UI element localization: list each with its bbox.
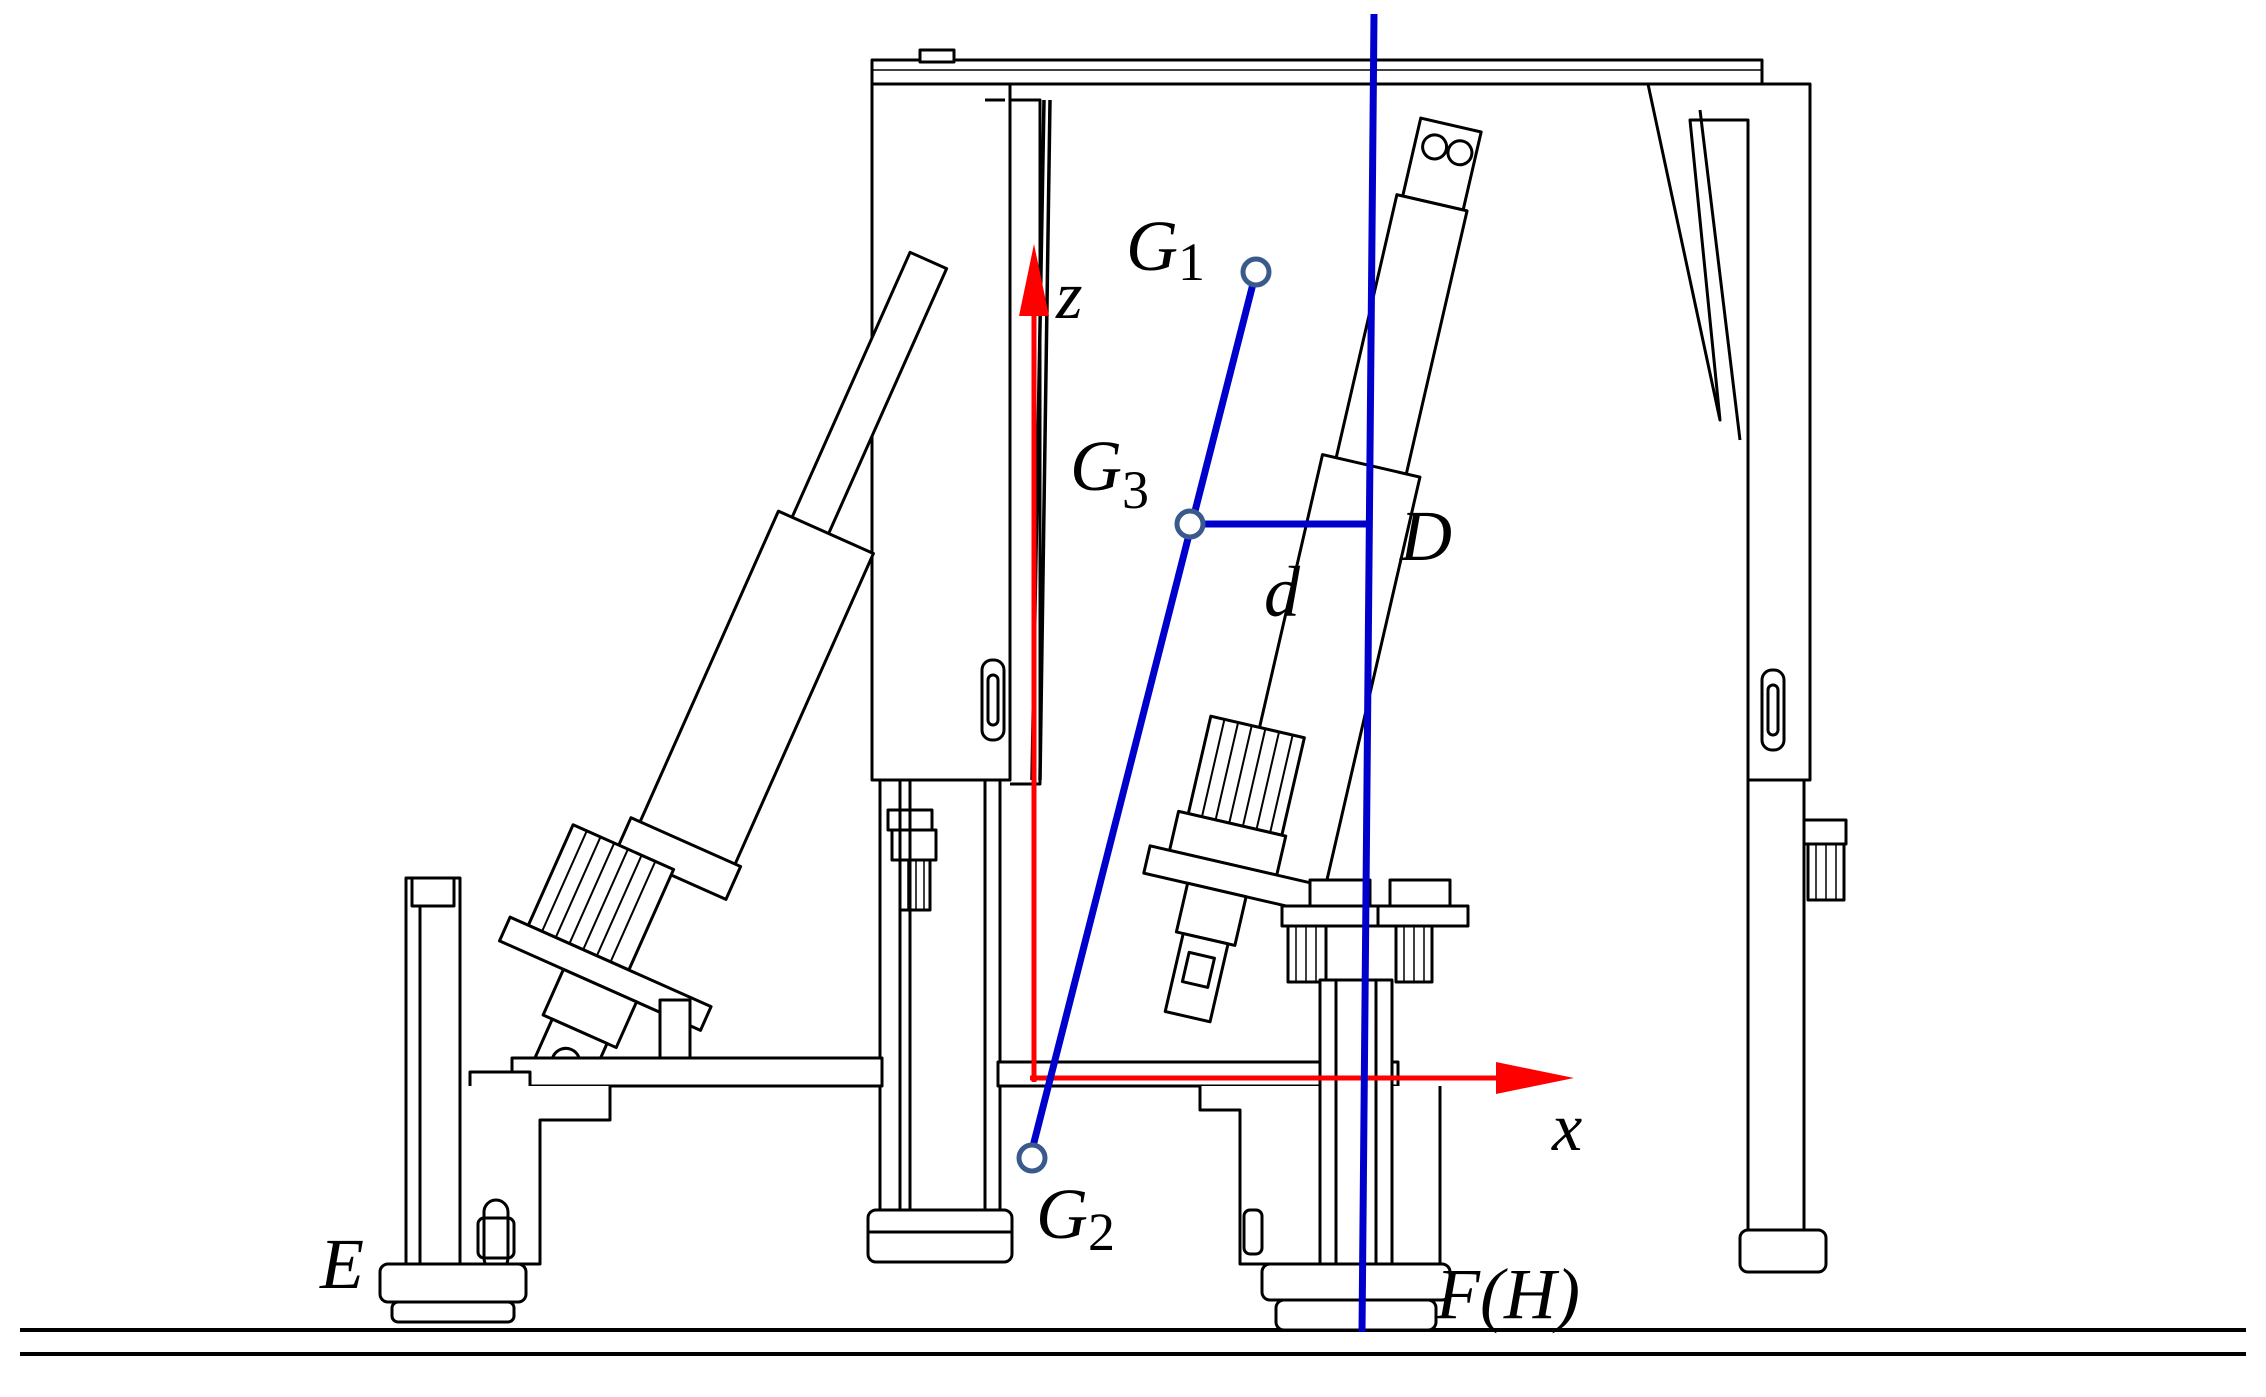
label-d: d [1264,552,1301,632]
line-G1-G2 [1026,271,1260,1159]
post-E [378,876,528,1324]
point-G3 [1174,508,1206,540]
labels: z x G1 G3 G2 D d E F(H) [319,206,1582,1334]
point-G1 [1240,256,1272,288]
left-leg [866,82,1052,1264]
point-G2 [1016,1142,1048,1174]
ground-lines [20,1328,2246,1356]
z-axis-arrowhead [1019,244,1049,316]
mechanism-drawing [20,48,2246,1356]
vertical-line-through-D [1358,13,1378,1333]
label-x: x [1551,1089,1582,1165]
x-axis-arrowhead [1496,1062,1574,1094]
label-D: D [1399,496,1452,576]
label-G2: G2 [1036,1174,1115,1262]
points [1016,256,1272,1174]
label-E: E [319,1224,364,1304]
construction-lines [1026,13,1378,1333]
label-G1: G1 [1126,206,1205,292]
center-actuator [1142,116,1483,1024]
coordinate-axes [1019,244,1574,1094]
label-G3: G3 [1070,426,1149,520]
left-actuator [498,250,949,1109]
right-foot [1198,878,1470,1332]
right-leg [1646,82,1848,1274]
label-FH: F(H) [1435,1254,1580,1334]
label-z: z [1055,257,1082,333]
top-frame [870,48,1764,86]
